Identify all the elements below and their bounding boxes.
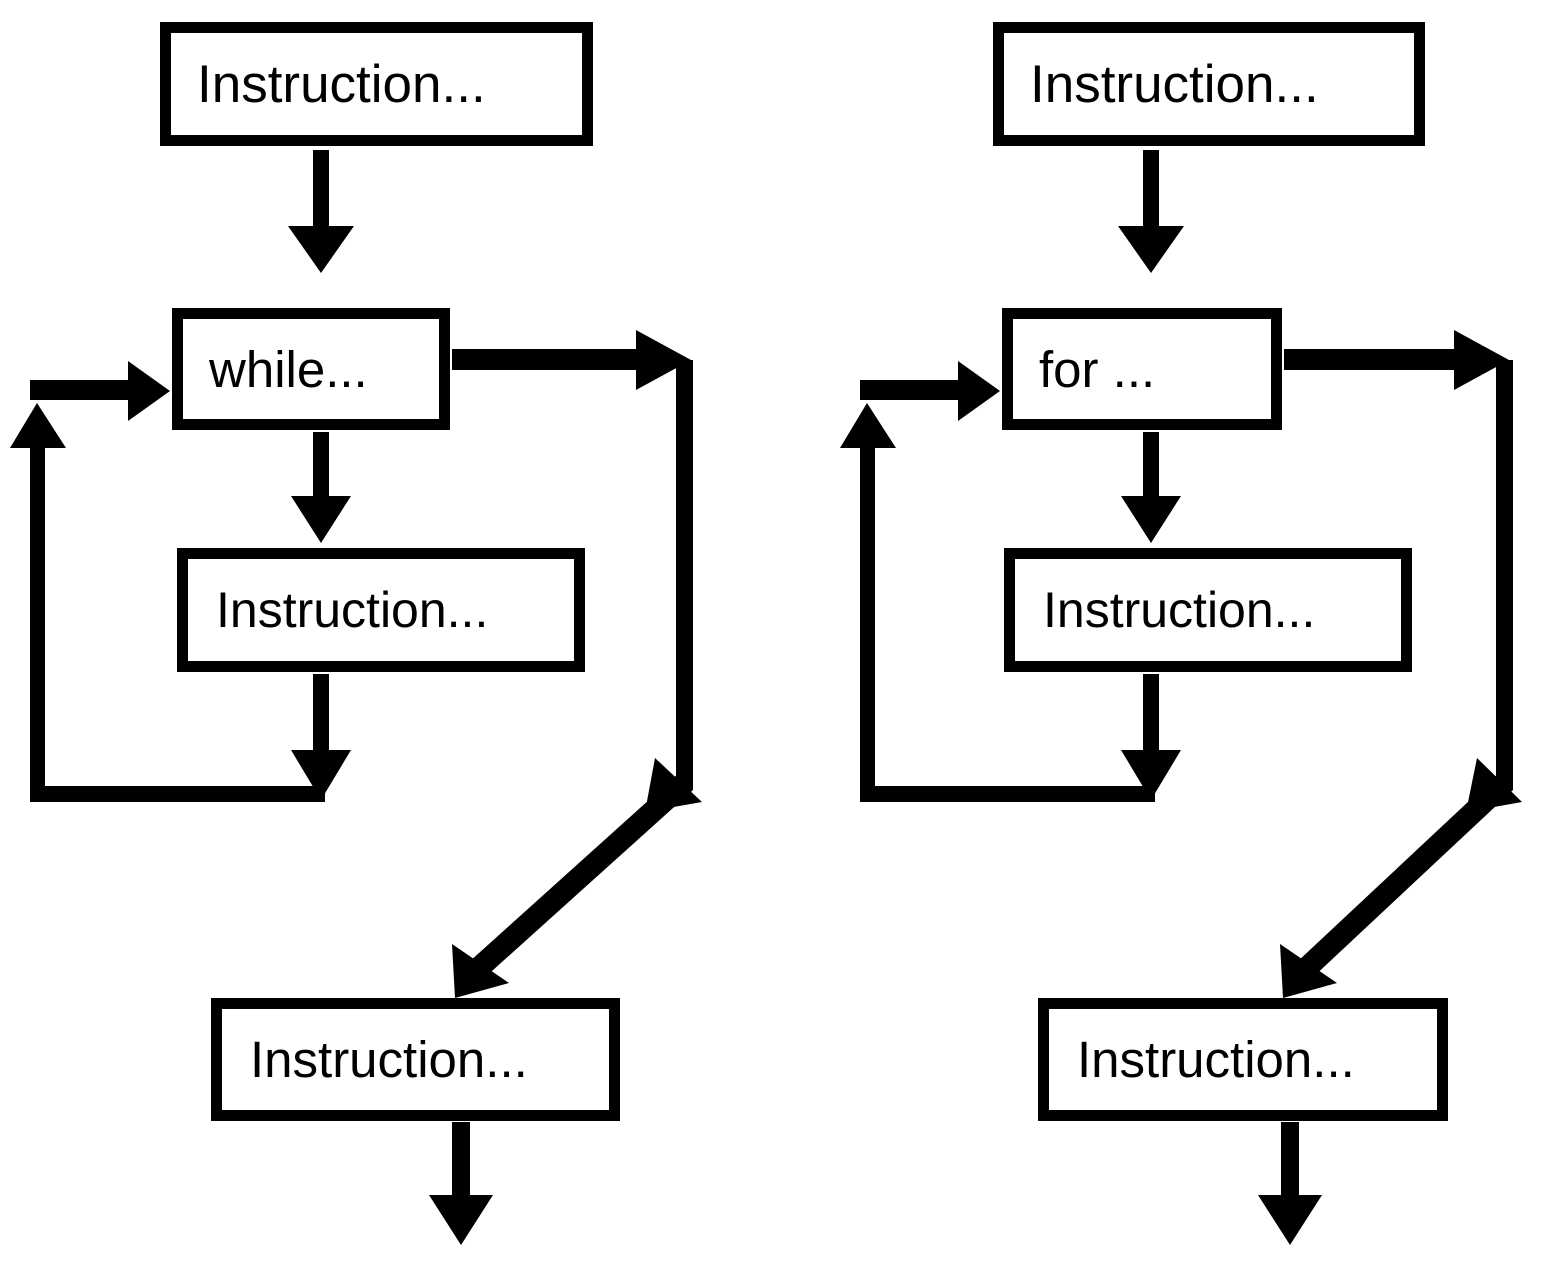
for-after-instruction-label: Instruction...	[1077, 1031, 1355, 1088]
while-top-instruction-label: Instruction...	[197, 54, 486, 114]
edge-for-exit-vertical-line	[1496, 360, 1513, 790]
while-after-instruction-box[interactable]: Instruction...	[211, 998, 620, 1121]
edge-for-cond-to-body-down-arrow	[1121, 432, 1181, 543]
for-body-instruction-label: Instruction...	[1043, 582, 1316, 638]
for-after-instruction-box[interactable]: Instruction...	[1038, 998, 1448, 1121]
edge-while-top-to-cond-down-arrow	[288, 150, 354, 273]
edge-while-after-to-out-down-arrow	[429, 1122, 493, 1245]
edge-while-cond-to-body-down-arrow	[291, 432, 351, 543]
edge-for-body-loopback	[840, 361, 1181, 802]
edge-for-cond-to-exit-right-arrow	[1284, 330, 1509, 390]
edge-for-top-to-cond-down-arrow	[1118, 150, 1184, 273]
for-condition-label: for ...	[1039, 340, 1156, 398]
while-body-instruction-box[interactable]: Instruction...	[177, 548, 585, 672]
edge-while-cond-to-exit-right-arrow	[452, 330, 691, 390]
for-condition-box[interactable]: for ...	[1002, 308, 1282, 430]
while-top-instruction-box[interactable]: Instruction...	[160, 22, 593, 146]
edge-while-body-loopback	[10, 361, 351, 802]
edge-for-after-to-out-down-arrow	[1258, 1122, 1322, 1245]
while-condition-box[interactable]: while...	[172, 308, 450, 430]
while-loop-connectors	[10, 150, 702, 1245]
for-top-instruction-label: Instruction...	[1030, 54, 1319, 114]
for-body-instruction-box[interactable]: Instruction...	[1004, 548, 1412, 672]
for-top-instruction-box[interactable]: Instruction...	[993, 22, 1425, 146]
while-condition-label: while...	[209, 340, 368, 398]
while-body-instruction-label: Instruction...	[216, 582, 489, 638]
edge-for-diagonal-double-arrow	[1280, 758, 1522, 998]
edge-while-diagonal-double-arrow	[452, 758, 702, 998]
edge-while-exit-vertical-line	[676, 360, 693, 790]
for-loop-connectors	[840, 150, 1522, 1245]
while-after-instruction-label: Instruction...	[250, 1031, 528, 1088]
